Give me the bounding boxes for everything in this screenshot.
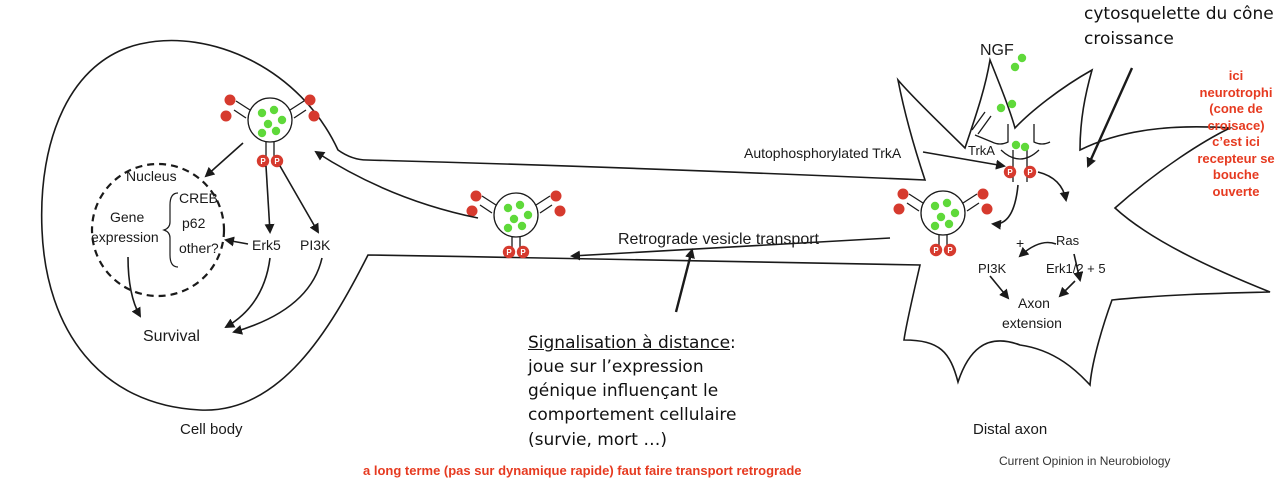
source-credit: Current Opinion in Neurobiology: [999, 454, 1171, 468]
ras-label: Ras: [1056, 233, 1080, 248]
phospho-label: P: [520, 248, 526, 257]
autophosphorylated-trka-label: Autophosphorylated TrkA: [744, 145, 902, 161]
phospho-label: P: [1007, 168, 1013, 177]
distal-axon-label: Distal axon: [973, 421, 1048, 438]
gene-expression-label-1: Gene: [110, 209, 145, 225]
distance-signaling-colon: :: [730, 333, 736, 353]
side-red-line: neurotrophi: [1199, 84, 1273, 100]
p62-label: p62: [182, 215, 206, 231]
cytoskeleton-note-1: cytosquelette du cône: [1084, 4, 1274, 24]
membrane-receptor-cup: [1000, 149, 1040, 160]
side-red-line: bouche: [1212, 167, 1260, 182]
cytoskeleton-note-2: croissance: [1084, 29, 1174, 49]
retrograde-transport-label: Retrograde vesicle transport: [618, 231, 819, 248]
side-red-line: (cone de: [1209, 101, 1263, 116]
trka-label: TrkA: [968, 143, 995, 158]
distance-signaling-line-1: joue sur l’expression: [528, 357, 704, 377]
distance-signaling-title-line: Signalisation à distance:: [528, 333, 736, 354]
gene-expression-label-2: expression: [91, 229, 159, 245]
long-term-red-note: a long terme (pas sur dynamique rapide) …: [363, 463, 802, 478]
cell-body-label: Cell body: [180, 421, 243, 438]
nucleus-circle: [90, 162, 226, 298]
phospho-label: P: [933, 246, 939, 255]
erk5-label: Erk5: [252, 237, 281, 253]
ngf-label: NGF: [980, 42, 1014, 59]
phospho-label: P: [274, 157, 280, 166]
side-red-line: ouverte: [1212, 183, 1260, 199]
trka-receptor-membrane: [971, 111, 1051, 182]
side-red-line: c’est ici: [1212, 134, 1260, 149]
side-red-line: ici: [1228, 68, 1244, 83]
vesicle-distal-axon: [906, 190, 980, 249]
neuron-outline: [40, 39, 1271, 411]
distance-signaling-line-2: génique influençant le: [528, 381, 719, 401]
survival-label: Survival: [143, 328, 200, 345]
pathway-arrows: [127, 67, 1134, 335]
creb-bracket: [162, 192, 179, 268]
distance-signaling-line-4: (survie, mort …): [528, 430, 667, 450]
phospho-label: P: [1027, 168, 1033, 177]
other-label: other?: [179, 240, 219, 256]
distance-signaling-title: Signalisation à distance: [528, 333, 731, 353]
plus-sign: +: [1016, 235, 1025, 251]
phosphate-groups: [220, 94, 993, 217]
axon-extension-label-1: Axon: [1018, 295, 1050, 311]
side-red-line: croisace): [1207, 117, 1265, 133]
phospho-pairs: [256, 154, 1037, 259]
axon-extension-label-2: extension: [1002, 315, 1062, 331]
side-red-line: recepteur se: [1197, 150, 1275, 166]
distance-signaling-line-3: comportement cellulaire: [528, 405, 737, 425]
ngf-dots: [257, 53, 1030, 233]
pi3k-body-label: PI3K: [300, 237, 331, 253]
vesicle-axon-transport: [479, 192, 553, 251]
nucleus-label: Nucleus: [126, 168, 177, 184]
phospho-label: P: [947, 246, 953, 255]
phospho-label: P: [260, 157, 266, 166]
phospho-label: P: [506, 248, 512, 257]
phospho-letters: P P P P P P P P: [260, 157, 1033, 257]
vesicle-cell-body: [233, 97, 307, 160]
creb-label: CREB: [179, 190, 218, 206]
pi3k-axon-label: PI3K: [978, 261, 1007, 276]
erk12-label: Erk1/2 + 5: [1046, 261, 1106, 276]
side-red-note: ici neurotrophi (cone de croisace) c’est…: [1180, 68, 1278, 200]
